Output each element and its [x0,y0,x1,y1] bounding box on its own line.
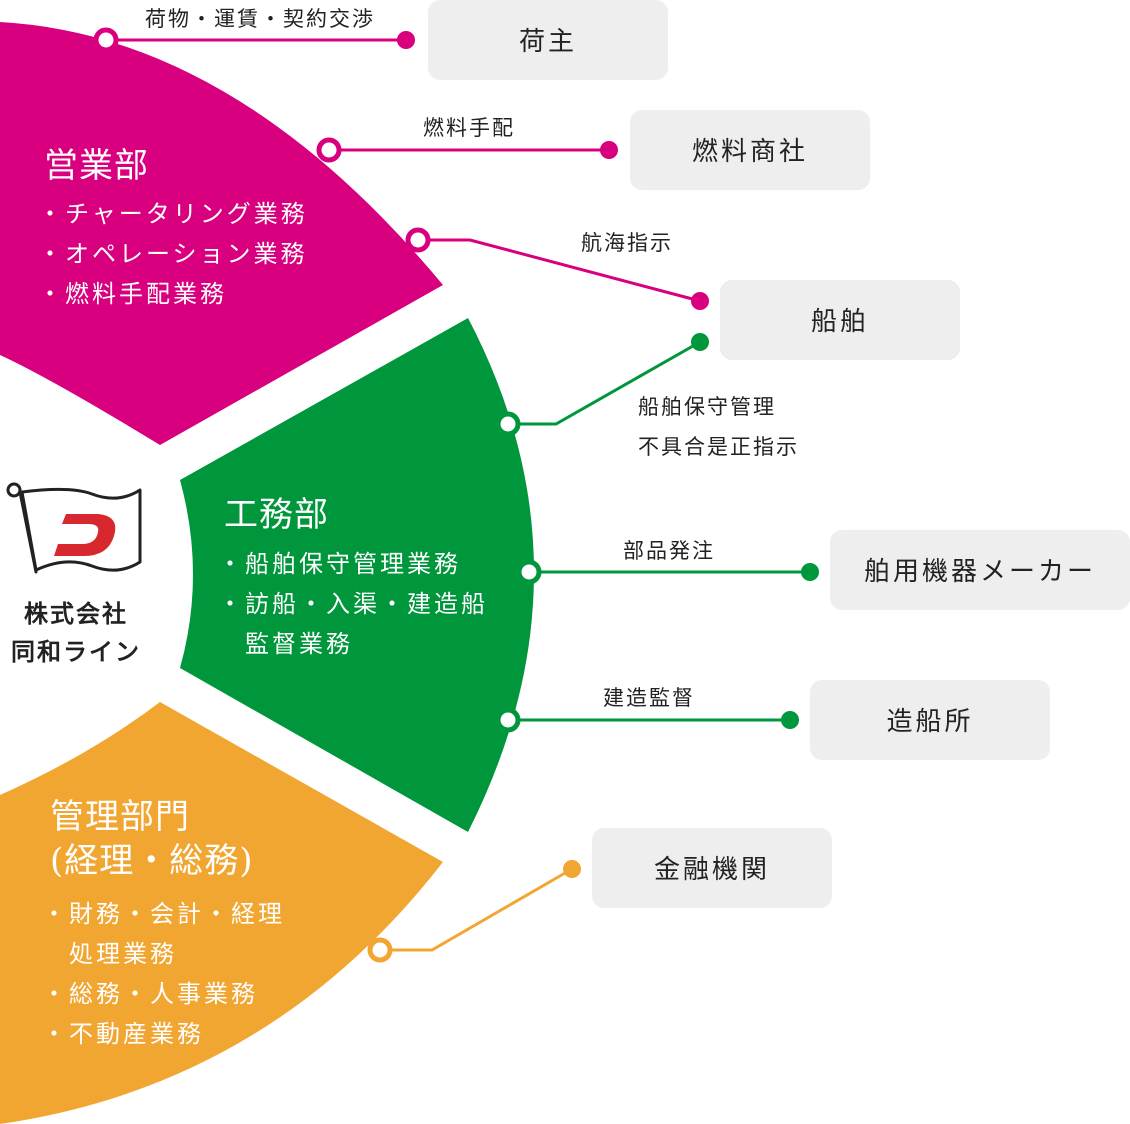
partner-box [592,828,832,908]
partner-box [428,0,668,80]
eigyo-item: ・チャータリング業務 [38,200,308,228]
partner-senpaku: 船舶 [720,280,960,360]
connector-start-dot [93,27,119,53]
connector-end-dot [563,860,581,878]
kanri-subtitle: (経理・総務) [50,841,254,881]
partner-label: 造船所 [886,707,973,737]
partner-label: 船舶 [811,307,869,337]
eigyo-title: 営業部 [44,146,149,186]
partner-kinyu: 金融機関 [592,828,832,908]
kanri-title: 管理部門 [50,797,190,837]
partner-box [830,530,1130,610]
connector-end-dot [600,141,618,159]
kanri-item: 処理業務 [42,940,177,968]
flag-logo-icon [6,482,142,574]
partner-nenryo-shosha: 燃料商社 [630,110,870,190]
connector-buhin [516,559,819,585]
connection-label-ninushi: 荷物・運賃・契約交渉 [145,7,375,31]
eigyo-item: ・燃料手配業務 [38,280,227,308]
connector-start-dot [316,137,342,163]
connector-line [380,867,573,952]
eigyo-item: ・オペレーション業務 [38,240,308,268]
connection-label-kensou: 建造監督 [603,686,695,710]
connector-end-dot [397,31,415,49]
connector-start-dot [516,559,542,585]
partner-label: 荷主 [519,27,577,57]
connector-end-dot [691,292,709,310]
connection-label-buhin: 部品発注 [623,539,715,563]
connector-end-dot [691,333,709,351]
connector-line [508,340,701,426]
connection-label-hoshu-1: 船舶保守管理 [638,395,776,419]
partner-kiki-maker: 舶用機器メーカー [830,530,1130,610]
partner-ninushi: 荷主 [428,0,668,80]
connection-label-hoshu-2: 不具合是正指示 [638,435,799,459]
komu-sector [180,318,534,832]
kanri-sector [0,702,443,1124]
connector-end-dot [781,711,799,729]
komu-item: 監督業務 [218,630,353,658]
connector-kensou [495,707,799,733]
connector-start-dot [495,707,521,733]
partner-box [810,680,1050,760]
eigyo-sector [0,22,443,445]
komu-item: ・訪船・入渠・建造船 [218,590,488,618]
partner-label: 燃料商社 [692,137,808,167]
connection-label-nenryo: 燃料手配 [423,116,515,140]
connector-start-dot [405,227,431,253]
partner-label: 金融機関 [654,855,770,885]
connector-nenryo [316,137,618,163]
connector-ninushi [93,27,415,53]
connector-end-dot [801,563,819,581]
kanri-item: ・総務・人事業務 [42,980,258,1008]
komu-item: ・船舶保守管理業務 [218,550,461,578]
connector-kinyu [367,860,581,963]
connector-hoshu [495,333,709,437]
partner-label: 舶用機器メーカー [864,557,1096,587]
partner-zosensho: 造船所 [810,680,1050,760]
partner-box [720,280,960,360]
connector-start-dot [367,937,393,963]
connector-kokai [405,227,709,310]
connection-label-kokai: 航海指示 [581,231,673,255]
connector-start-dot [495,411,521,437]
kanri-item: ・不動産業務 [42,1020,204,1048]
kanri-item: ・財務・会計・経理 [42,900,285,928]
company-name-line1: 株式会社 [24,600,128,628]
connector-line [418,238,701,303]
company-name-line2: 同和ライン [11,638,141,666]
partner-box [630,110,870,190]
komu-title: 工務部 [224,495,329,535]
